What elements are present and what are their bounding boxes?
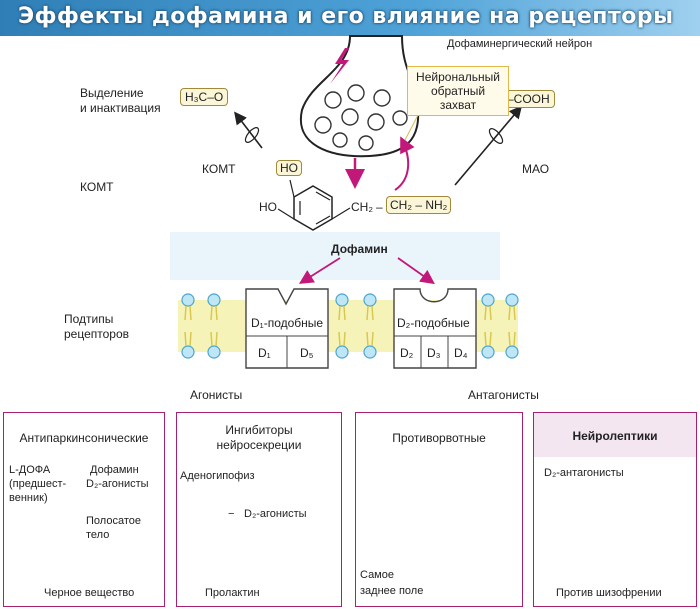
lipid-tail: [210, 305, 218, 321]
page-title: Эффекты дофамина и его влияние на рецепт…: [18, 4, 674, 29]
d4-subtype: D₄: [454, 346, 468, 360]
area-postrema-line-2: заднее поле: [360, 585, 424, 597]
d2-like-label: D₂-подобные: [397, 316, 470, 330]
minus-sign: −: [228, 508, 235, 520]
pituitary-label: Аденогипофиз: [180, 470, 255, 482]
panel-antiparkinson-title: Антипаркинсонические: [19, 431, 149, 445]
lipid-tail: [484, 331, 492, 347]
lipid-head: [481, 345, 495, 359]
reuptake-callout: Нейрональный обратный захват: [407, 66, 509, 116]
receptor-subtypes-1: Подтипы: [64, 312, 114, 326]
ldopa-line-2: (предшест-: [9, 478, 67, 490]
panel-antiemetic-title: Противорвотные: [392, 431, 486, 445]
receptor-subtypes-2: рецепторов: [64, 327, 130, 341]
lipid-head: [335, 345, 349, 359]
mao-enzyme-label: МАО: [522, 162, 550, 176]
lipid-tail: [484, 305, 492, 321]
lipid-head: [505, 293, 519, 307]
lipid-tail: [184, 305, 192, 321]
prolactin-label: Пролактин: [205, 587, 260, 599]
methylene-1: CH₂: [351, 200, 373, 214]
lipid-head: [181, 293, 195, 307]
synaptic-vesicles: [314, 84, 408, 151]
area-postrema-line-1: Самое: [360, 569, 394, 581]
d1-subtype: D₁: [258, 346, 271, 360]
d1-like-label: D₁-подобные: [251, 316, 324, 330]
lipid-head: [335, 293, 349, 307]
reuptake-line-1: Нейрональный: [416, 70, 500, 84]
dopamine-arrow-right: [397, 257, 435, 285]
d2-subtype: D₂: [400, 346, 414, 360]
dopamine-agonist-line-1: Дофамин: [90, 464, 139, 476]
dash-1: –: [376, 200, 383, 214]
panel-antiemetic: Противорвотные: [355, 412, 523, 607]
neuron-label: Дофаминергический нейрон: [447, 38, 593, 50]
reuptake-arrow: [394, 136, 415, 191]
schizophrenia-label: Против шизофрении: [556, 587, 662, 599]
mao-arrow: [454, 105, 523, 186]
comt-side-label: КОМТ: [80, 180, 114, 194]
dopamine-arrow-left: [298, 257, 341, 284]
comt-enzyme-label: КОМТ: [202, 162, 236, 176]
hydroxyl-top: HO: [276, 160, 302, 176]
d1-receptor: [245, 288, 329, 369]
amine-label: NH₂: [425, 198, 448, 212]
d2-agonists-label: D₂-агонисты: [244, 508, 307, 520]
substantia-label: Черное вещество: [44, 587, 135, 599]
dopamine-label: Дофамин: [331, 242, 388, 256]
amine-group: CH₂ – NH₂: [386, 196, 452, 214]
lipid-head: [181, 345, 195, 359]
comt-arrow: [234, 111, 263, 149]
synaptic-cleft: [170, 232, 500, 280]
panel-neuroleptic: Нейролептики: [533, 412, 697, 607]
ldopa-line-1: L-ДОФА: [9, 464, 51, 476]
d5-subtype: D₅: [300, 346, 314, 360]
panel-neuroleptic-title: Нейролептики: [572, 429, 658, 443]
methylene-2: CH₂: [390, 198, 412, 212]
d2-receptor: [393, 288, 477, 369]
striatum-line-2: тело: [86, 529, 110, 541]
panel-neurosecretion-title-1: Ингибиторы: [225, 423, 293, 437]
lipid-tail: [338, 331, 346, 347]
lipid-tail: [508, 331, 516, 347]
title-banner: Эффекты дофамина и его влияние на рецепт…: [0, 0, 700, 36]
hydroxyl-left: HO: [259, 200, 277, 214]
release-label-2: и инактивация: [80, 101, 161, 115]
reuptake-line-2: обратный: [430, 84, 486, 98]
lipid-head: [363, 345, 377, 359]
lipid-head: [207, 345, 221, 359]
panel-antiparkinson: Антипаркинсонические: [3, 412, 165, 607]
ldopa-line-3: венник): [9, 492, 48, 504]
reuptake-line-3: захват: [439, 98, 477, 112]
phospholipids: [181, 293, 519, 359]
panel-neurosecretion: Ингибиторы нейросекреции: [176, 412, 342, 607]
striatum-line-1: Полосатое: [86, 515, 141, 527]
lipid-head: [207, 293, 221, 307]
formula-methoxy: H₃C–O: [180, 88, 229, 106]
lipid-head: [363, 293, 377, 307]
release-label-1: Выделение: [80, 86, 144, 100]
d3-subtype: D₃: [427, 346, 441, 360]
formula-carboxyl: –COOH: [502, 90, 555, 108]
d2-antagonists-label: D₂-антагонисты: [544, 467, 624, 479]
lipid-tail: [366, 305, 374, 321]
lipid-tail: [210, 331, 218, 347]
lipid-tail: [508, 305, 516, 321]
antagonists-label: Антагонисты: [468, 388, 539, 402]
panel-neurosecretion-title-2: нейросекреции: [216, 438, 302, 452]
dopamine-agonist-line-2: D₂-агонисты: [86, 478, 149, 490]
lipid-head: [505, 345, 519, 359]
lipid-tail: [184, 331, 192, 347]
lipid-head: [481, 293, 495, 307]
agonists-label: Агонисты: [190, 388, 243, 402]
lipid-tail: [366, 331, 374, 347]
lipid-tail: [338, 305, 346, 321]
